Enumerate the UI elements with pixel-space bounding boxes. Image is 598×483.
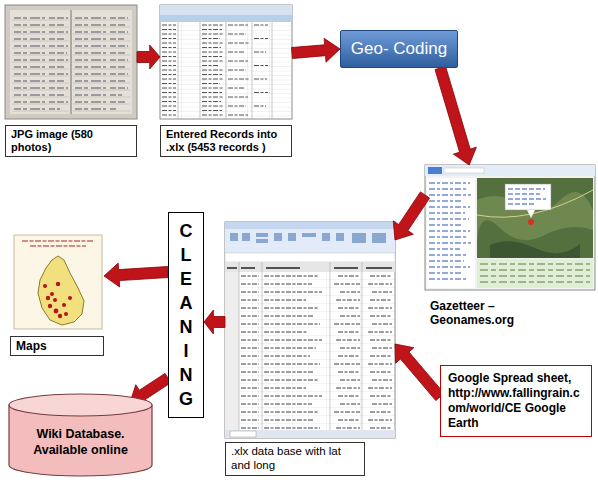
node-label: JPG image (580 photos) [5, 125, 137, 157]
map-screenshot-part [480, 264, 590, 282]
sri-lanka-map-part-part [62, 303, 66, 307]
cleaning-box: CLEANING [168, 212, 204, 418]
spreadsheet-screenshot [160, 5, 292, 119]
excel-screenshot-part [225, 222, 395, 438]
sri-lanka-map-part [14, 235, 102, 329]
excel-screenshot-part [239, 262, 362, 430]
spreadsheet-screenshot-part [160, 5, 292, 119]
maps-node: Maps [10, 232, 104, 362]
sri-lanka-map-part-part [50, 292, 54, 296]
map-screenshot-part [477, 178, 593, 258]
flow-arrow [393, 192, 429, 240]
excel-screenshot-part [230, 431, 256, 437]
map-screenshot-part [490, 241, 580, 258]
excel-screenshot-part [225, 272, 395, 430]
notebook-photo-part [12, 20, 130, 111]
flow-arrow [435, 66, 476, 165]
map-screenshot-part [505, 184, 551, 210]
node-label: CLEANING [179, 219, 194, 411]
process-box: Geo- Coding [340, 30, 458, 68]
photo-node: JPG image (580 photos) [5, 5, 137, 163]
excel-screenshot-part [225, 229, 395, 253]
sri-lanka-map-part-part [68, 296, 72, 300]
flow-arrow [137, 45, 160, 69]
node-label: Wiki Database. Available online [22, 427, 139, 458]
map-screenshot-part [477, 259, 593, 288]
database-sheet-node: .xlx data base with lat and long [225, 222, 395, 482]
node-label: Google Spread sheet, http://www.fallingr… [448, 371, 584, 431]
node-label: Gazetteer – Geonames.org [425, 297, 550, 330]
sri-lanka-map-part-part [43, 284, 47, 288]
excel-screenshot-part [241, 276, 392, 428]
sri-lanka-map-part [22, 241, 94, 246]
spreadsheet-screenshot-part [160, 15, 292, 22]
excel-screenshot-part [230, 233, 386, 243]
excel-screenshot [225, 222, 395, 438]
map-screenshot [425, 165, 595, 290]
excel-screenshot-part [225, 253, 395, 262]
map-screenshot-part [528, 219, 534, 225]
map-screenshot-part [427, 178, 475, 288]
cylinder-top [9, 394, 152, 416]
node-label: Maps [10, 336, 104, 356]
source-box: Google Spread sheet, http://www.fallingr… [440, 365, 592, 437]
map-screenshot-part [425, 165, 595, 176]
gazetteer-node: Gazetteer – Geonames.org [425, 165, 595, 336]
sri-lanka-map-part-part [54, 309, 59, 314]
spreadsheet-screenshot-part [160, 22, 292, 119]
sri-lanka-map-part-part [56, 282, 60, 286]
excel-screenshot-part [225, 272, 239, 430]
node-label: Geo- Coding [351, 39, 447, 59]
spreadsheet-node: Entered Records into .xlx (5453 records … [160, 5, 292, 163]
map-screenshot-part [527, 210, 535, 218]
notebook-photo [5, 5, 137, 119]
notebook-photo-part [14, 18, 128, 109]
sri-lanka-map-part-part [58, 314, 62, 318]
sri-lanka-map-part-part [64, 312, 68, 316]
flow-arrow [395, 344, 444, 401]
node-label: Entered Records into .xlx (5453 records … [160, 125, 292, 157]
excel-screenshot-part [225, 262, 395, 272]
node-label: .xlx data base with lat and long [225, 442, 365, 476]
sri-lanka-map-part-part [53, 298, 57, 302]
sri-lanka-map-part [38, 256, 84, 325]
flow-arrow [292, 38, 341, 62]
notebook-photo-part [5, 5, 137, 119]
spreadsheet-screenshot-part [160, 5, 292, 15]
sri-lanka-map-part-part [46, 296, 50, 300]
excel-screenshot-part [225, 222, 395, 229]
notebook-photo-part [10, 10, 132, 114]
map-screenshot-part [444, 168, 484, 173]
sri-lanka-map [14, 235, 102, 329]
notebook-photo-part [70, 10, 72, 114]
spreadsheet-screenshot-part [178, 22, 272, 119]
map-screenshot-part [425, 165, 595, 290]
spreadsheet-screenshot-part [162, 25, 268, 115]
excel-screenshot-part [225, 430, 395, 438]
map-screenshot-part [429, 183, 471, 279]
flow-arrow [104, 263, 168, 287]
map-screenshot-part [508, 189, 546, 204]
database-cylinder: Wiki Database. Available online [8, 393, 153, 477]
excel-screenshot-part [227, 267, 392, 268]
flow-arrow [204, 310, 225, 334]
sri-lanka-map-part [43, 282, 72, 318]
map-screenshot-part [428, 167, 442, 174]
sri-lanka-map-part-part [48, 304, 52, 308]
